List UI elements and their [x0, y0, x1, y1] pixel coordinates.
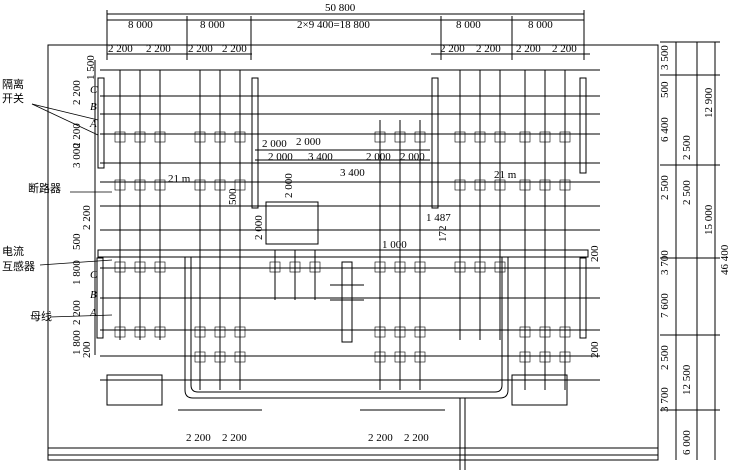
- mid-dim: 3 400: [340, 167, 365, 179]
- right-dim: 2 500: [659, 175, 671, 200]
- bay-dim: 2 200: [552, 43, 577, 55]
- mid-dim: 1 487: [426, 212, 451, 224]
- left-dim: 2 200: [81, 205, 93, 230]
- right-dim: 2 500: [659, 345, 671, 370]
- span-dim: 8 000: [528, 19, 553, 31]
- phase-label: A: [89, 118, 97, 130]
- right-dim: 2 500: [681, 180, 693, 205]
- bay-dim: 2 200: [188, 43, 213, 55]
- right-dim: 500: [659, 81, 671, 98]
- label-ct-1: 电流: [2, 244, 24, 258]
- bottom-dim: 2 200: [368, 432, 393, 444]
- right-dim-outer: 12 500: [681, 364, 693, 395]
- left-dim: 1 800: [71, 330, 83, 355]
- mid-dim: 172: [437, 226, 449, 243]
- span-dim: 8 000: [456, 19, 481, 31]
- right-dim: 2 500: [681, 135, 693, 160]
- gantry-post: [97, 77, 105, 169]
- right-dim-outer: 15 000: [703, 204, 715, 235]
- main-bus: [97, 249, 589, 258]
- mid-dim: 2 000: [283, 173, 295, 198]
- bay-dim: 2 200: [476, 43, 501, 55]
- gantry-post: [431, 77, 439, 209]
- left-dim: 200: [81, 341, 93, 358]
- phase-label: B: [90, 101, 97, 113]
- bay-dim: 2 200: [222, 43, 247, 55]
- mid-dim: 2 000: [366, 151, 391, 163]
- overall-width: 50 800: [325, 2, 356, 14]
- label-bus: 母线: [30, 309, 52, 323]
- right-dim: 7 600: [659, 293, 671, 318]
- label-breaker: 断路器: [28, 181, 61, 195]
- left-dim: 3 000: [71, 143, 83, 168]
- right-dim-outer: 46 400: [719, 244, 731, 275]
- left-dim: 500: [71, 233, 83, 250]
- phase-label: C: [90, 269, 98, 281]
- right-dim: 3 700: [659, 387, 671, 412]
- loop-bus: [184, 257, 509, 399]
- right-dim-outer: 12 900: [703, 87, 715, 118]
- mid-dim: 1 000: [382, 239, 407, 251]
- left-dim: 1 500: [85, 55, 97, 80]
- angle-label: 21 m: [168, 173, 191, 185]
- phase-label: C: [90, 84, 98, 96]
- left-dim: 2 200: [71, 80, 83, 105]
- left-dim: 2 200: [71, 300, 83, 325]
- right-dim: 3 500: [659, 45, 671, 70]
- transformer: [341, 261, 353, 343]
- mid-dim: 2 000: [268, 151, 293, 163]
- span-dim: 8 000: [200, 19, 225, 31]
- mid-dim: 200: [589, 341, 601, 358]
- label-ct-2: 互感器: [2, 260, 35, 273]
- bay-dim: 2 200: [146, 43, 171, 55]
- span-dim: 2×9 400=18 800: [297, 19, 370, 31]
- bay-dim: 2 200: [440, 43, 465, 55]
- bay-dim: 2 200: [516, 43, 541, 55]
- phase-label: A: [89, 307, 97, 319]
- bottom-dim: 2 200: [404, 432, 429, 444]
- bottom-dim: 2 200: [186, 432, 211, 444]
- mid-dim: 2 000: [262, 138, 287, 150]
- equipment-pad: [511, 374, 568, 406]
- left-dim: 2 200: [71, 123, 83, 148]
- gantry-post: [579, 77, 587, 174]
- right-dim: 3 700: [659, 250, 671, 275]
- mid-dim: 3 400: [308, 151, 333, 163]
- bottom-dim: 2 200: [222, 432, 247, 444]
- right-dim: 6 000: [681, 430, 693, 455]
- label-disconnector-2: 开关: [2, 91, 24, 105]
- angle-label: 21 m: [494, 169, 517, 181]
- site-boundary: [47, 44, 659, 461]
- mid-dim: 2 000: [296, 136, 321, 148]
- bay-dim: 2 200: [108, 43, 133, 55]
- mid-dim: 2 000: [253, 215, 265, 240]
- mid-dim: 500: [227, 188, 239, 205]
- span-dim: 8 000: [128, 19, 153, 31]
- right-dim: 6 400: [659, 117, 671, 142]
- phase-label: B: [90, 289, 97, 301]
- mid-dim: 2 000: [400, 151, 425, 163]
- left-dim: 1 800: [71, 260, 83, 285]
- mid-dim: 200: [589, 245, 601, 262]
- equipment-pad: [106, 374, 163, 406]
- gantry-post: [251, 77, 259, 209]
- label-disconnector-1: 隔离: [2, 77, 24, 91]
